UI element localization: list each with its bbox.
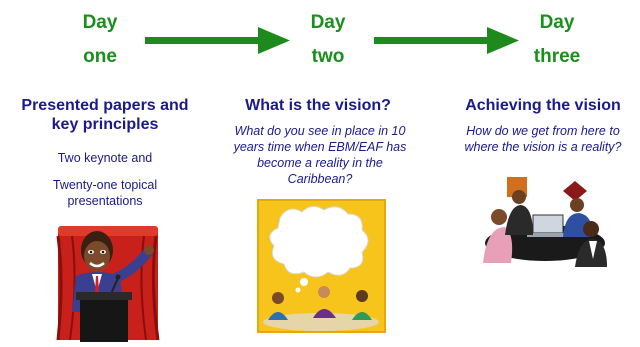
column-one-heading-line2: key principles [51,116,159,133]
day-one-line2: one [83,46,117,67]
day-one-line1: Day [82,12,118,33]
column-one-text: Two keynote and Twenty-one topical prese… [0,150,210,209]
day-three-line1: Day [539,12,575,33]
column-two-text-line1: What do you see in place in 10 [234,124,406,138]
column-two-text-line2: years time when EBM/EAF has [233,140,407,154]
group-thought-bubble-icon [257,199,386,333]
column-one-text-line3: presentations [67,194,143,208]
day-two-line1: Day [310,12,346,33]
column-two-heading: What is the vision? [245,97,391,114]
meeting-table-icon [483,177,607,267]
column-two-text: What do you see in place in 10 years tim… [210,123,430,187]
column-one-text-line1: Two keynote and [57,151,153,165]
column-two-text-line3: become a reality in the [257,156,383,170]
column-three-text-line2: where the vision is a reality? [464,140,622,154]
day-two-line2: two [311,46,345,67]
arrow-right-icon [374,27,519,54]
column-three-heading: Achieving the vision [465,97,621,114]
arrow-right-icon [145,27,290,54]
column-three-text: How do we get from here to where the vis… [446,123,640,155]
day-three-line2: three [533,46,581,67]
day-three-label: Day three [522,12,592,68]
day-two-label: Day two [298,12,358,68]
column-one-heading-line1: Presented papers and [21,97,189,114]
column-two-text-line4: Caribbean? [287,172,353,186]
column-three-text-line1: How do we get from here to [466,124,620,138]
speaker-at-podium-icon [56,226,160,342]
day-one-label: Day one [70,12,130,68]
column-one-heading: Presented papers and key principles [0,96,210,134]
column-one-text-line2: Twenty-one topical [52,178,158,192]
